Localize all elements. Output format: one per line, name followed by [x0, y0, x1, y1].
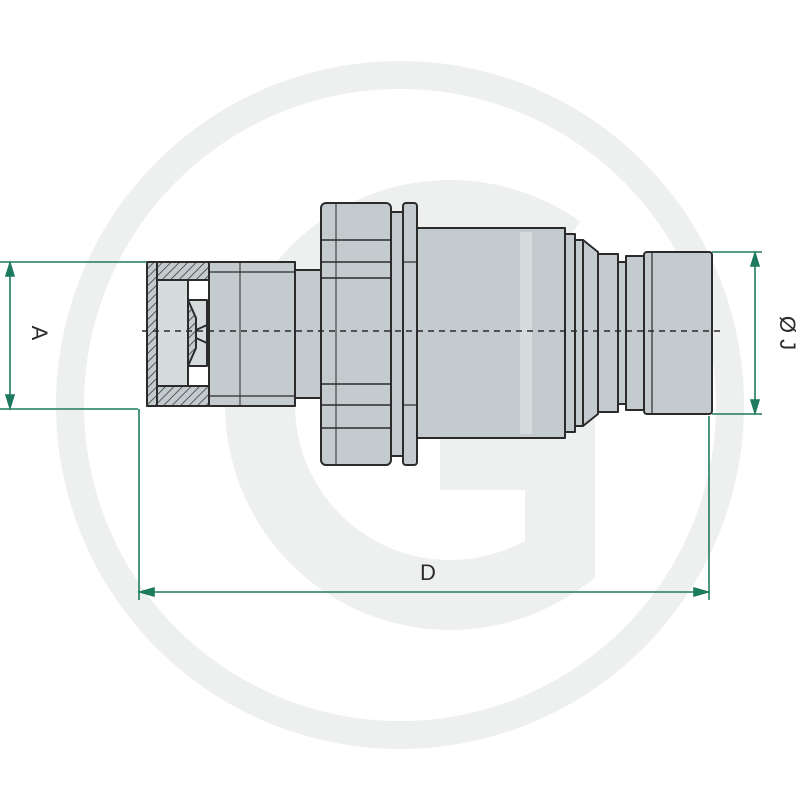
shoulder-step-1 [564, 233, 576, 433]
plug-nose [643, 251, 713, 415]
collar [597, 253, 619, 413]
socket-body [208, 261, 296, 407]
collar-2 [625, 255, 645, 411]
socket-seat [187, 299, 197, 367]
socket-wall-left [146, 261, 158, 407]
dim-a-label: A [27, 326, 52, 341]
socket-bore [156, 279, 208, 387]
groove [617, 261, 627, 405]
dim-j-label: Ø J [775, 316, 800, 350]
shoulder-taper [582, 239, 599, 427]
hex-nut [320, 202, 392, 466]
coupling-body [146, 202, 713, 466]
shoulder-step-2 [574, 239, 584, 427]
dim-d-label: D [420, 560, 436, 585]
neck [294, 269, 322, 399]
main-sleeve [416, 227, 566, 439]
lock-ring [390, 211, 404, 457]
watermark-logo [56, 61, 744, 749]
lock-flange [402, 202, 418, 466]
dimension-lines [0, 250, 762, 600]
